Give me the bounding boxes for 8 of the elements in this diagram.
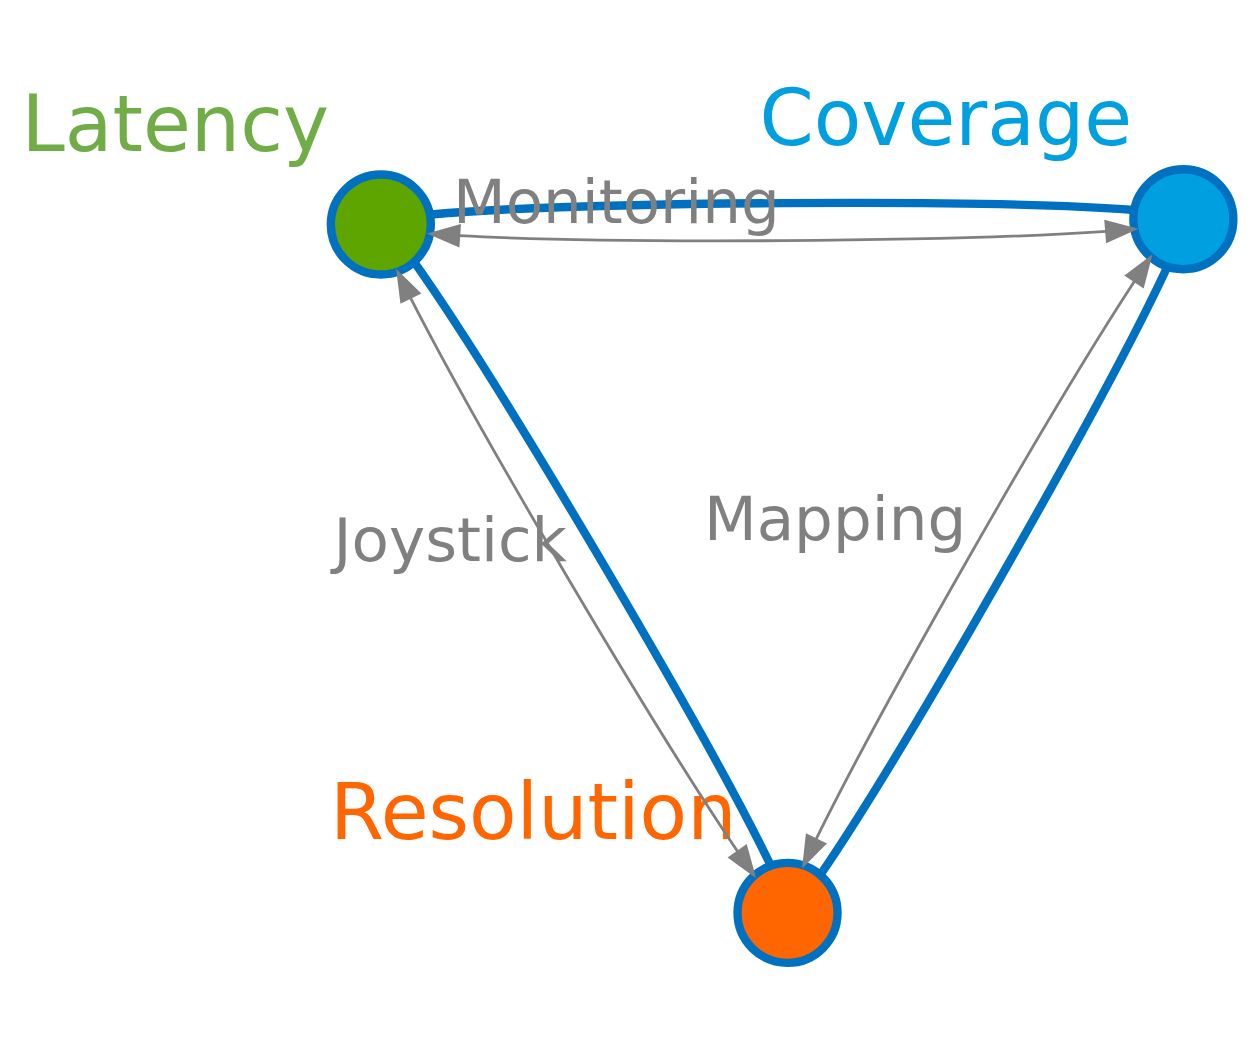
node-label: Latency [21, 78, 329, 169]
node-label: Resolution [330, 766, 737, 857]
arrow [426, 219, 1139, 248]
node-circle [1129, 165, 1238, 274]
node-circle [733, 858, 842, 968]
node-label: Coverage [759, 73, 1133, 164]
node-circle [326, 170, 436, 279]
edge-label: Mapping [703, 483, 967, 555]
